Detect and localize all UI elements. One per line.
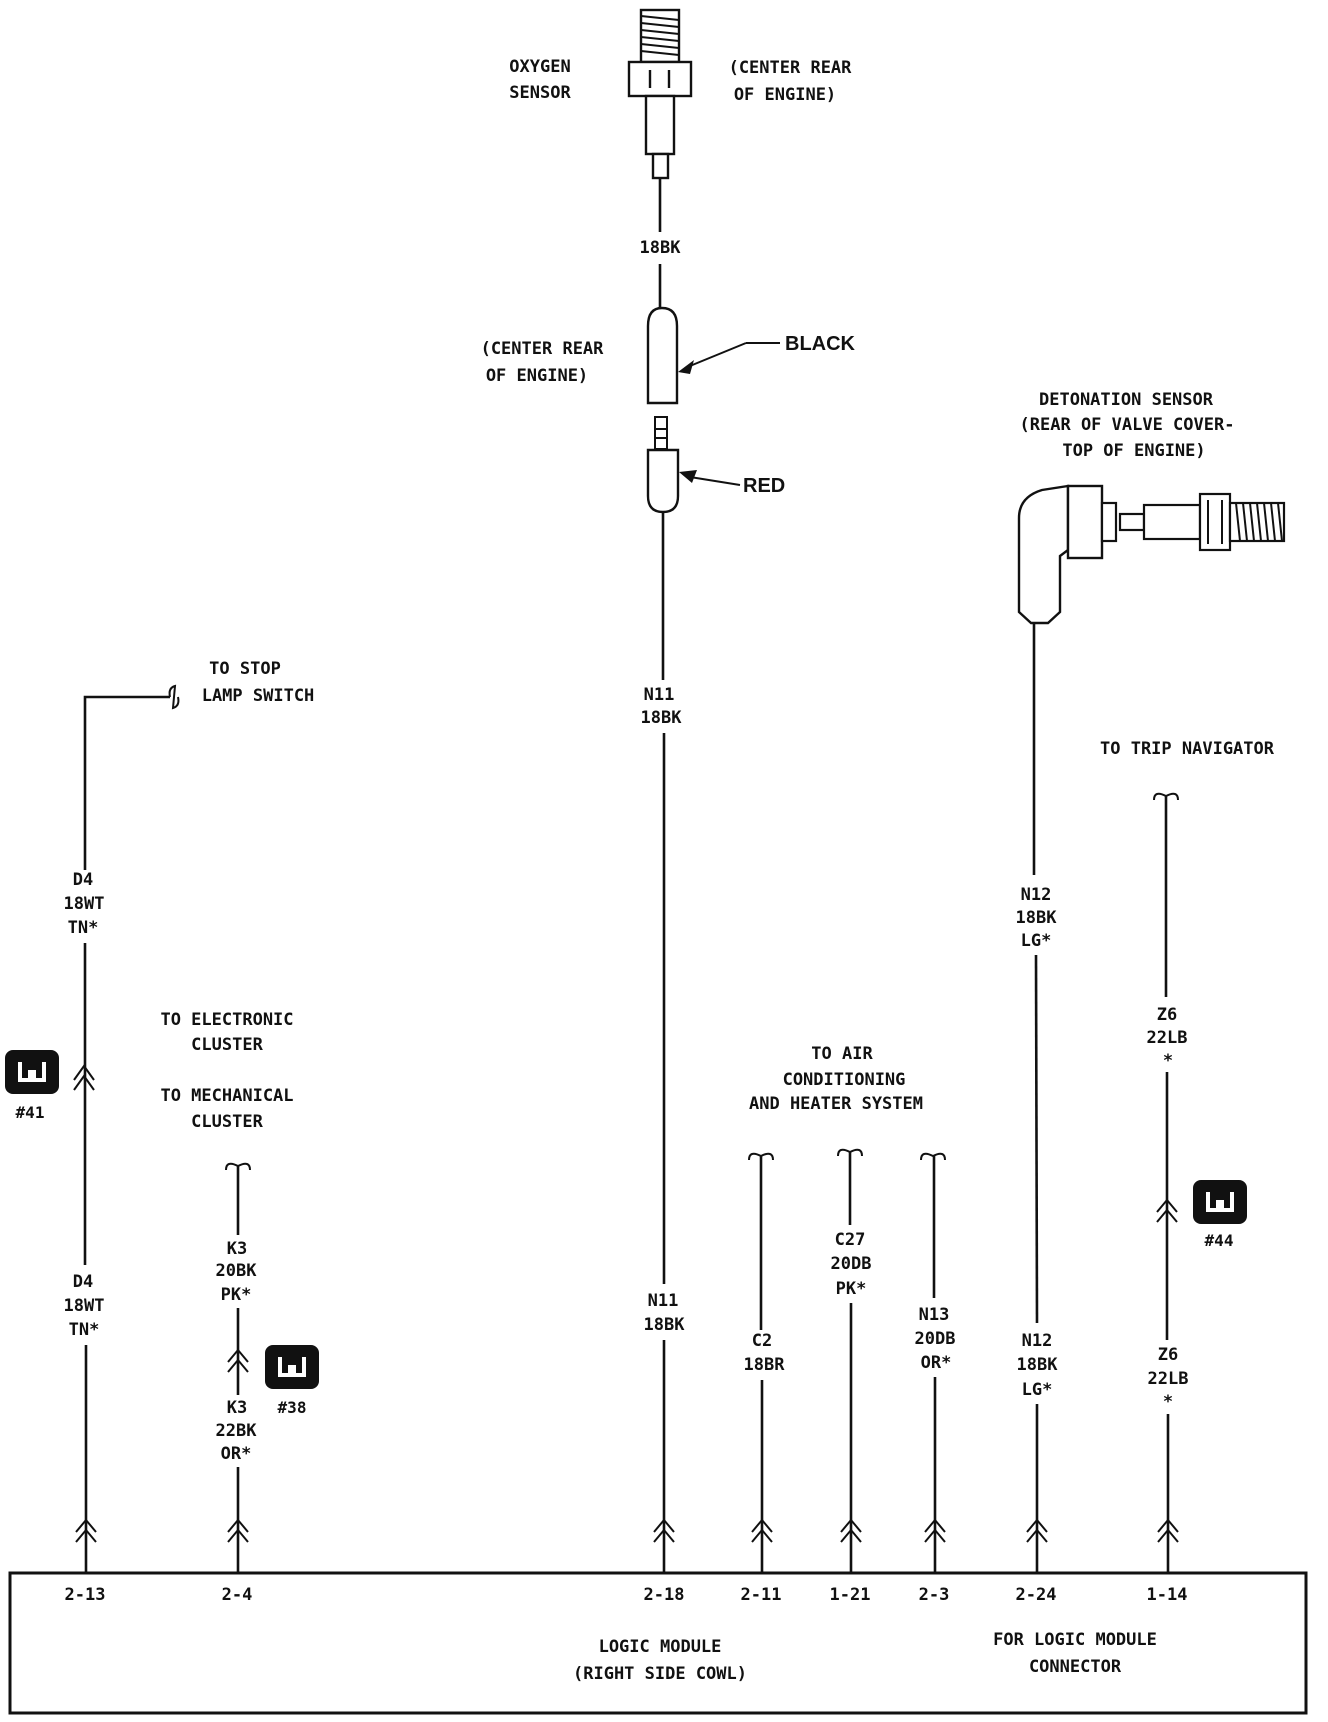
k3-upper-line1: K3 [227,1239,247,1259]
n12-upper-line1: N12 [1021,885,1052,905]
trip-navigator-label: TO TRIP NAVIGATOR [1100,739,1275,759]
k3-upper-line3: PK* [221,1285,252,1305]
logic-module-box [8,1571,1308,1715]
d4-upper-line3: TN* [68,918,99,938]
ac-label-1: TO AIR [811,1044,873,1064]
d4-lower-line1: D4 [73,1272,93,1292]
oxygen-sensor-location-1: (CENTER REAR [729,58,853,78]
detonation-title-3: TOP OF ENGINE) [1062,441,1205,461]
n11-lower-line2: 18BK [644,1315,686,1335]
pin-2-3: 2-3 [919,1585,950,1605]
connector-note-1: FOR LOGIC MODULE [993,1630,1157,1650]
stop-lamp-label-1: TO STOP [209,659,281,679]
c27-line3: PK* [836,1279,867,1299]
k3-upper-line2: 20BK [216,1261,258,1281]
oxygen-sensor-name-2: SENSOR [509,83,571,103]
c27-line1: C27 [835,1230,866,1250]
module-connector-chevrons [75,1518,1179,1543]
c27-line2: 20DB [831,1254,872,1274]
n12-lower-line2: 18BK [1017,1355,1059,1375]
connector-ref-38-icon [265,1345,319,1389]
connector-location-1: (CENTER REAR [481,339,605,359]
black-connector-label: BLACK [785,333,856,355]
k3-lower-line1: K3 [227,1398,247,1418]
pin-2-11: 2-11 [741,1585,782,1605]
connector-ref-44-icon [1193,1180,1247,1224]
pin-1-21: 1-21 [830,1585,871,1605]
black-connector-icon [646,306,679,405]
pin-2-24: 2-24 [1016,1585,1057,1605]
ac-label-3: AND HEATER SYSTEM [749,1094,923,1114]
red-connector-label: RED [743,475,785,497]
connector-ref-38: #38 [278,1398,307,1417]
oxygen-wire-top-label: 18BK [640,238,682,258]
electronic-cluster-label-2: CLUSTER [191,1035,263,1055]
red-connector-icon [646,416,680,514]
detonation-sensor-icon [1017,484,1286,625]
connector-ref-41: #41 [16,1103,45,1122]
connector-note-2: CONNECTOR [1029,1657,1122,1677]
d4-lower-line2: 18WT [64,1296,105,1316]
pin-2-13: 2-13 [65,1585,106,1605]
connector-ref-44: #44 [1205,1231,1234,1250]
mechanical-cluster-label-1: TO MECHANICAL [160,1086,293,1106]
n11-upper-line2: 18BK [641,708,683,728]
oxygen-sensor-location-2: OF ENGINE) [734,85,836,105]
logic-module-name-2: (RIGHT SIDE COWL) [573,1664,747,1684]
z6-upper-line1: Z6 [1157,1005,1177,1025]
d4-upper-line1: D4 [73,870,93,890]
n12-upper-line3: LG* [1021,931,1052,951]
k3-lower-line2: 22BK [216,1421,258,1441]
electronic-cluster-label-1: TO ELECTRONIC [160,1010,293,1030]
z6-lower-line2: 22LB [1148,1369,1189,1389]
n12-upper-line2: 18BK [1016,908,1058,928]
logic-module-name-1: LOGIC MODULE [599,1637,722,1657]
n13-line1: N13 [919,1305,950,1325]
connector-location-2: OF ENGINE) [486,366,588,386]
c2-line1: C2 [752,1331,772,1351]
n11-lower-line1: N11 [648,1291,679,1311]
oxygen-sensor-icon [627,8,693,180]
z6-upper-line3: * [1163,1051,1173,1071]
n12-lower-line1: N12 [1022,1331,1053,1351]
stop-lamp-label-2: LAMP SWITCH [202,686,315,706]
z6-upper-line2: 22LB [1147,1028,1188,1048]
n11-upper-line1: N11 [644,685,675,705]
z6-lower-line3: * [1163,1392,1173,1412]
oxygen-sensor-name-1: OXYGEN [509,57,570,77]
n13-line3: OR* [921,1353,952,1373]
mechanical-cluster-label-2: CLUSTER [191,1112,263,1132]
ac-label-2: CONDITIONING [783,1070,906,1090]
connector-ref-41-icon [5,1050,59,1094]
z6-lower-line1: Z6 [1158,1345,1178,1365]
pin-1-14: 1-14 [1147,1585,1188,1605]
stop-lamp-break-icon [168,684,180,710]
n13-line2: 20DB [915,1329,956,1349]
c2-line2: 18BR [744,1355,786,1375]
pin-2-18: 2-18 [644,1585,685,1605]
k3-lower-line3: OR* [221,1444,252,1464]
d4-lower-line3: TN* [69,1320,100,1340]
detonation-title-1: DETONATION SENSOR [1039,390,1214,410]
n12-lower-line3: LG* [1022,1380,1053,1400]
pin-2-4: 2-4 [222,1585,253,1605]
d4-upper-line2: 18WT [64,894,105,914]
detonation-title-2: (REAR OF VALVE COVER- [1020,415,1235,435]
